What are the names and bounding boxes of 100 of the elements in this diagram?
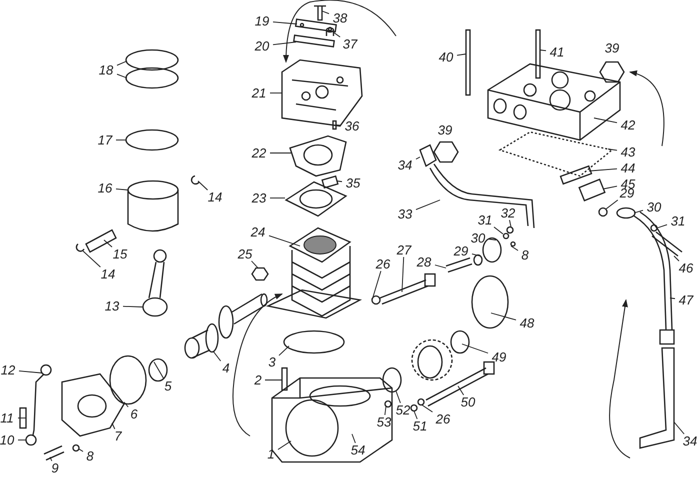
bushing: [382, 367, 402, 393]
callout-number: 47: [678, 294, 694, 306]
bolt: [43, 445, 65, 461]
callout-number: 30: [646, 200, 662, 214]
leader-line: [414, 410, 418, 420]
callout-number: 20: [254, 40, 270, 52]
leader-line: [594, 118, 618, 124]
leader-line: [50, 456, 52, 462]
gasket: [284, 181, 348, 217]
leader-line: [322, 10, 330, 14]
leader-line: [462, 344, 488, 354]
bolt: [379, 273, 436, 305]
callout-number: 33: [398, 208, 412, 220]
gasket: [560, 165, 592, 185]
leader-line: [416, 200, 440, 210]
leader-line: [510, 246, 518, 251]
callout-number: 13: [104, 300, 120, 312]
leader-line: [278, 440, 292, 450]
leader-line: [396, 390, 401, 404]
callout-number: 35: [346, 176, 360, 190]
leader-line: [494, 226, 504, 234]
leader-line: [116, 74, 128, 78]
leader-line: [272, 42, 296, 46]
callout-number: 5: [164, 380, 172, 392]
washer: [371, 295, 381, 305]
washer: [502, 232, 510, 240]
callout-number: 29: [620, 186, 634, 200]
callout-number: 53: [376, 416, 392, 428]
washer: [72, 444, 80, 452]
leader-line: [472, 253, 480, 256]
callout-number: 44: [620, 162, 636, 174]
callout-number: 50: [460, 396, 476, 408]
callout-number: 9: [51, 462, 59, 474]
leader-line: [18, 370, 42, 374]
elbow-fitting: [639, 347, 675, 449]
leader-line: [488, 238, 496, 240]
bolt: [19, 407, 27, 429]
washer: [410, 404, 418, 412]
piston-ring: [125, 129, 179, 151]
callout-number: 31: [670, 214, 686, 228]
leader-line: [634, 210, 644, 214]
connecting-rod: [142, 249, 168, 317]
callout-number: 43: [620, 146, 636, 158]
leader-line: [268, 235, 300, 246]
leader-line: [608, 148, 618, 151]
callout-number: 26: [376, 258, 390, 270]
flange: [616, 207, 636, 219]
circlip: [76, 244, 85, 252]
cylinder-head: [487, 63, 621, 141]
leader-line: [656, 224, 668, 228]
callout-number: 29: [454, 244, 468, 258]
stud: [281, 367, 288, 391]
callout-number: 38: [332, 12, 348, 24]
callout-number: 3: [268, 356, 276, 368]
callout-number: 19: [254, 14, 270, 28]
callout-number: 49: [492, 350, 506, 364]
callout-number: 32: [500, 206, 516, 220]
callout-number: 24: [250, 226, 266, 238]
callout-number: 21: [252, 86, 266, 100]
callout-number: 4: [222, 362, 230, 374]
callout-number: 23: [252, 192, 266, 204]
leader-line: [336, 124, 342, 126]
callout-number: 31: [478, 214, 492, 226]
banjo-fitting: [25, 434, 37, 446]
callout-number: 39: [604, 42, 620, 54]
cylinder: [266, 227, 362, 319]
leader-line: [416, 156, 420, 160]
gasket: [498, 131, 614, 177]
leader-line: [212, 350, 222, 362]
leader-line: [606, 200, 618, 210]
callout-number: 36: [344, 120, 360, 132]
leader-line: [112, 422, 116, 430]
valve-plate: [293, 34, 335, 48]
leader-line: [456, 54, 466, 56]
callout-number: 42: [620, 118, 636, 132]
bushing: [148, 358, 168, 382]
leader-line: [272, 22, 298, 24]
o-ring: [109, 355, 147, 405]
bolt: [313, 5, 327, 21]
leader-line: [490, 312, 516, 320]
leader-line: [434, 264, 446, 268]
o-ring: [471, 275, 509, 329]
washer: [510, 241, 516, 247]
sleeve: [326, 27, 334, 37]
callout-number: 8: [86, 450, 94, 462]
o-ring: [598, 207, 608, 217]
leader-line: [674, 422, 685, 434]
leader-line: [104, 240, 112, 248]
callout-number: 41: [550, 46, 564, 58]
pipe-fitting: [578, 178, 606, 202]
leader-line: [540, 50, 546, 52]
callout-number: 12: [0, 364, 16, 376]
bolt: [465, 29, 471, 96]
callout-number: 14: [100, 268, 116, 280]
callout-number: 40: [438, 50, 454, 64]
leader-line: [82, 250, 101, 268]
callout-number: 37: [342, 38, 358, 50]
callout-number: 26: [436, 412, 450, 426]
leader-line: [509, 220, 512, 228]
callout-number: 17: [98, 134, 112, 146]
